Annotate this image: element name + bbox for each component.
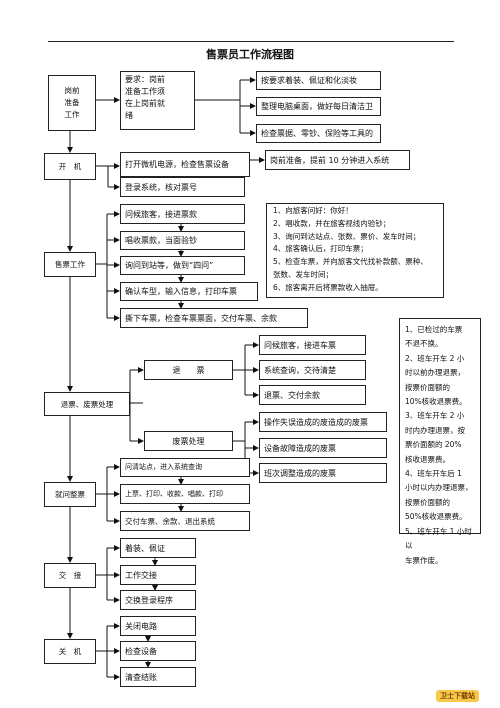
refund-rule-line: 时内办理退票，按 xyxy=(405,425,465,435)
refund-rule-line: 不退不换。 xyxy=(405,339,443,349)
query-step-lookup: 问清站点，进入系统查询 xyxy=(120,458,250,477)
query-step-exit: 交付车票、余款、退出系统 xyxy=(120,511,250,531)
open-note: 岗前准备，提前 10 分钟进入系统 xyxy=(265,150,410,170)
sell-step-verify: 唱收票款，当面验钞 xyxy=(120,231,245,250)
sell-note-line: 1、向旅客问好：你好！ xyxy=(273,206,353,215)
refund-step-greet: 问候旅客，接进车票 xyxy=(259,335,366,355)
sell-note-line: 4、旅客确认后，打印车票； xyxy=(273,244,368,254)
refund-rule-line: 车票作废。 xyxy=(405,555,443,565)
refund-step-pay: 退票、交付余款 xyxy=(259,385,366,405)
void-step-device: 设备故障造成的废票 xyxy=(259,438,387,458)
open-step-power: 打开微机电源，检查售票设备 xyxy=(120,152,250,177)
sell-note-line: 3、询问到达站点、张数、票价、发车时间； xyxy=(273,231,421,241)
shutdown-step-power: 关闭电路 xyxy=(120,616,196,636)
refund-rule-line: 按票价面额的 xyxy=(405,382,450,392)
stage-query: 就问整票 xyxy=(44,482,96,507)
prep-step-dress: 按要求着装、佩证和化淡妆 xyxy=(256,71,381,90)
sell-notes: 1、向旅客问好：你好！ 2、唱收款，并在旅客视线内验钞； 3、询问到达站点、张数… xyxy=(266,203,444,298)
refund-rule-line: 核收退票费。 xyxy=(405,454,450,464)
refund-step-query: 系统查询，交待清楚 xyxy=(259,360,366,380)
shutdown-step-settle: 清查结账 xyxy=(120,667,196,687)
refund-rule-line: 10%核收退票费。 xyxy=(405,397,467,407)
sell-note-line: 张数、发车时间； xyxy=(273,269,333,279)
stage-refund: 退票、废票处理 xyxy=(44,392,130,416)
void-label-box: 废票处理 xyxy=(144,431,233,451)
query-step-print: 上票、打印、收款、唱款、打印 xyxy=(120,484,250,504)
refund-rule-line: 票价面额的 20% xyxy=(405,440,462,450)
refund-rule-line: 时以前办理退票， xyxy=(405,368,465,378)
stage-open: 开 机 xyxy=(44,153,96,180)
void-step-schedule: 班次调整造成的废票 xyxy=(259,463,387,483)
refund-label-box: 退 票 xyxy=(144,360,233,380)
refund-rule-line: 按票价面额的 xyxy=(405,497,450,507)
open-step-login: 登录系统，核对票号 xyxy=(120,177,245,197)
handover-step-dress: 着装、佩证 xyxy=(120,538,196,558)
stage-shutdown: 关 机 xyxy=(44,639,96,664)
top-rule xyxy=(48,41,454,42)
void-step-operation: 操作失误造成的废造成的废票 xyxy=(259,412,387,432)
sell-note-line: 6、旅客离开后将票款收入抽屉。 xyxy=(273,282,383,292)
sell-note-line: 5、检查车票，并向旅客文代找补款额、票种、 xyxy=(273,257,428,267)
refund-rule-line: 3、班车开车 2 小 xyxy=(405,411,465,421)
stage-sell: 售票工作 xyxy=(44,252,96,277)
refund-rule-line: 1、已检过的车票 xyxy=(405,325,463,334)
sell-step-print: 确认车型，输入信息，打印车票 xyxy=(120,282,258,301)
page-title: 售票员工作流程图 xyxy=(206,48,294,61)
sell-step-deliver: 撕下车票，检查车票票面，交付车票、余款 xyxy=(120,308,308,328)
sell-note-line: 2、唱收款，并在旅客视线内验钞； xyxy=(273,218,391,228)
shutdown-step-check: 检查设备 xyxy=(120,641,196,661)
sell-step-greet: 问候旅客，接进票款 xyxy=(120,204,245,224)
refund-rule-line: 小时以内办理退票， xyxy=(405,483,473,493)
stage-handover: 交 接 xyxy=(44,563,96,588)
refund-rules-panel: 1、已检过的车票 不退不换。 2、班车开车 2 小 时以前办理退票， 按票价面额… xyxy=(399,318,481,565)
prep-step-check: 检查票据、零钞、保险等工具的 xyxy=(256,124,381,143)
refund-rule-line: 50%核收退票费。 xyxy=(405,512,467,522)
stage-prep: 岗前 准备 工作 xyxy=(48,75,96,131)
handover-step-work: 工作交接 xyxy=(120,565,196,585)
refund-rule-line: 2、班车开车 2 小 xyxy=(405,353,465,363)
prep-step-desk: 整理电脑桌面，做好每日清洁卫 xyxy=(256,97,381,116)
sell-step-ask: 询问到站等，做到“四问” xyxy=(120,256,245,275)
refund-rule-line: 4、班车开车后 1 xyxy=(405,469,462,479)
prep-requirement-box: 要求：岗前 准备工作须 在上岗前就 绪 xyxy=(120,71,195,130)
handover-step-login: 交换登录程序 xyxy=(120,590,196,610)
watermark-logo: 卫士下载站 xyxy=(436,690,479,702)
refund-rule-line: 5、班车开车 1 小时以 xyxy=(405,526,472,551)
